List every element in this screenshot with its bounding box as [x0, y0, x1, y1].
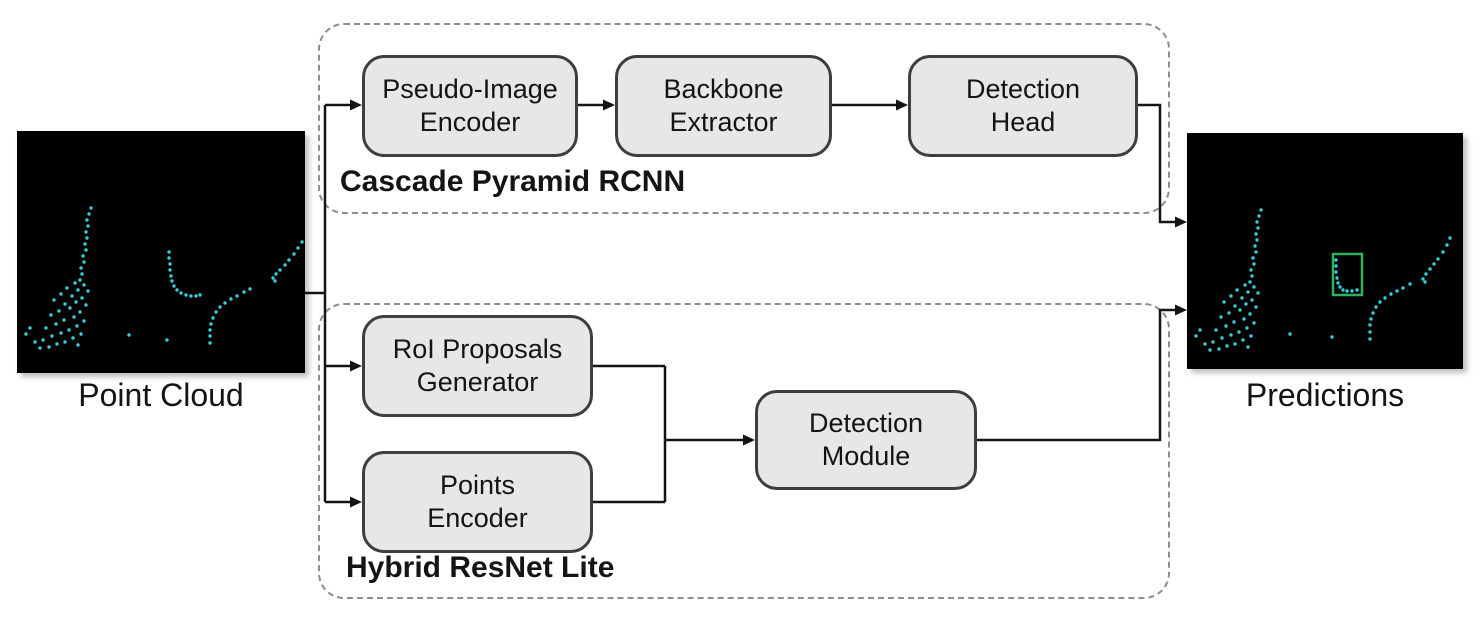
predictions-caption: Predictions: [1245, 377, 1405, 413]
node-backbone-extractor: Backbone Extractor: [615, 55, 832, 157]
node-label-points-encoder: Points Encoder: [427, 470, 528, 533]
point-cloud-image: [17, 131, 305, 373]
arrow-icon: [1175, 216, 1187, 228]
node-label-pseudo-image-encoder: Pseudo-Image Encoder: [382, 74, 558, 137]
node-pseudo-image-encoder: Pseudo-Image Encoder: [362, 55, 578, 157]
node-label-backbone-extractor: Backbone Extractor: [663, 74, 784, 137]
node-label-detection-head: Detection Head: [965, 74, 1081, 137]
arrow-icon: [1175, 304, 1187, 316]
group-label-cascade-pyramid-rcnn: Cascade Pyramid RCNN: [340, 165, 686, 198]
point-cloud-scatter: [24, 206, 304, 350]
detection-bbox: [1331, 252, 1364, 297]
node-roi-proposals-generator: RoI Proposals Generator: [362, 315, 593, 417]
point-cloud-caption: Point Cloud: [78, 377, 244, 413]
group-label-hybrid-resnet-lite: Hybrid ResNet Lite: [346, 551, 615, 584]
node-detection-module: Detection Module: [755, 390, 977, 490]
node-detection-head: Detection Head: [908, 55, 1138, 157]
predictions-scatter: [1194, 208, 1452, 352]
node-label-roi-proposals-generator: RoI Proposals Generator: [392, 334, 563, 397]
predictions-image: [1187, 133, 1463, 369]
node-points-encoder: Points Encoder: [362, 451, 593, 553]
node-label-detection-module: Detection Module: [808, 408, 924, 471]
